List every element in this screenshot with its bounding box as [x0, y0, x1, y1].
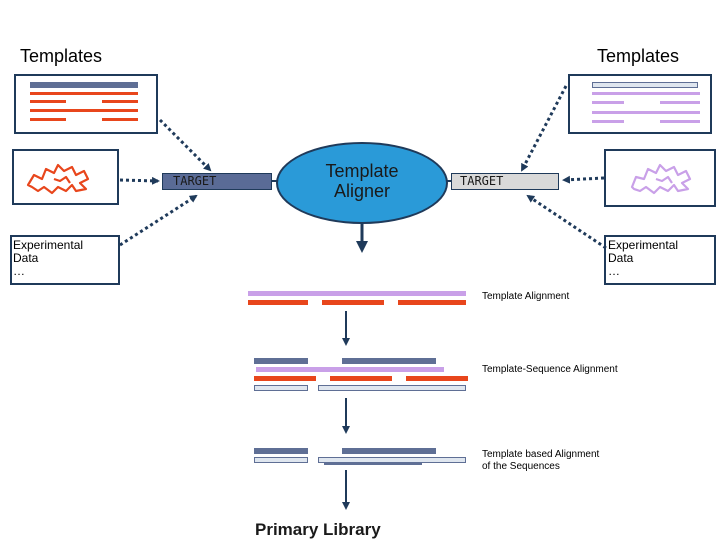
protein-structure-icon	[26, 163, 90, 195]
protein-structure-icon	[630, 163, 692, 195]
alignment-bar	[398, 291, 466, 296]
templates-left-title: Templates	[20, 46, 103, 66]
alignment-bar	[248, 291, 436, 296]
template-bar	[30, 118, 66, 121]
alignment-bar	[398, 300, 466, 305]
template-sequence-alignment-label: Template-Sequence Alignment	[482, 364, 618, 375]
alignment-bar	[318, 457, 466, 463]
template-bar	[660, 120, 700, 123]
experimental-label-line3: …	[13, 264, 25, 278]
template-bar	[592, 82, 698, 88]
alignment-bar	[254, 385, 308, 391]
template-bar	[30, 109, 138, 112]
target-left: TARGET	[162, 173, 272, 190]
alignment-bar	[342, 358, 436, 364]
template-bar	[592, 101, 624, 104]
dotted-arrow	[526, 194, 607, 250]
template-bar	[30, 100, 66, 103]
templates-right-title: Templates	[597, 46, 680, 66]
dotted-arrow	[520, 85, 568, 172]
primary-library-label: Primary Library	[255, 520, 381, 539]
alignment-bar	[324, 463, 422, 465]
template-aligner-node: Template Aligner	[276, 142, 448, 224]
experimental-label-line1: Experimental	[13, 238, 84, 252]
alignment-bar	[318, 385, 466, 391]
experimental-data-right: Experimental Data …	[604, 235, 716, 285]
template-bar	[30, 92, 138, 95]
template-bar	[592, 111, 700, 114]
alignment-bar	[254, 448, 308, 454]
experimental-label-line1: Experimental	[608, 238, 679, 252]
template-bar	[592, 92, 700, 95]
template-alignment-label: Template Alignment	[482, 291, 570, 302]
template-card-left	[14, 74, 158, 134]
experimental-label-line2: Data	[608, 251, 634, 265]
template-bar	[102, 118, 138, 121]
alignment-bar	[322, 300, 384, 305]
aligner-label-line2: Aligner	[333, 181, 391, 201]
alignment-bar	[254, 376, 316, 381]
structure-card-left	[12, 149, 119, 205]
dotted-arrow	[158, 118, 212, 172]
experimental-label-line3: …	[608, 264, 620, 278]
template-card-right	[568, 74, 712, 134]
alignment-bar	[406, 376, 468, 381]
aligner-label-line1: Template	[325, 161, 399, 181]
alignment-bar	[254, 457, 308, 463]
alignment-bar	[254, 358, 308, 364]
alignment-bar	[256, 367, 444, 372]
template-bar	[592, 120, 624, 123]
experimental-label-line2: Data	[13, 251, 39, 265]
structure-card-right	[604, 149, 716, 207]
dotted-arrow	[119, 194, 198, 247]
alignment-bar	[342, 448, 436, 454]
template-bar	[660, 101, 700, 104]
alignment-bar	[248, 300, 308, 305]
alignment-bar	[330, 376, 392, 381]
template-bar	[102, 100, 138, 103]
dotted-arrow	[119, 176, 160, 185]
dotted-arrow	[562, 175, 605, 184]
experimental-data-left: Experimental Data …	[10, 235, 120, 285]
target-right: TARGET	[451, 173, 559, 190]
template-based-line1: Template based Alignment	[482, 449, 600, 460]
template-based-alignment-label: Template based Alignment of the Sequence…	[482, 449, 599, 473]
template-based-line2: of the Sequences	[482, 461, 560, 472]
template-bar	[30, 82, 138, 88]
